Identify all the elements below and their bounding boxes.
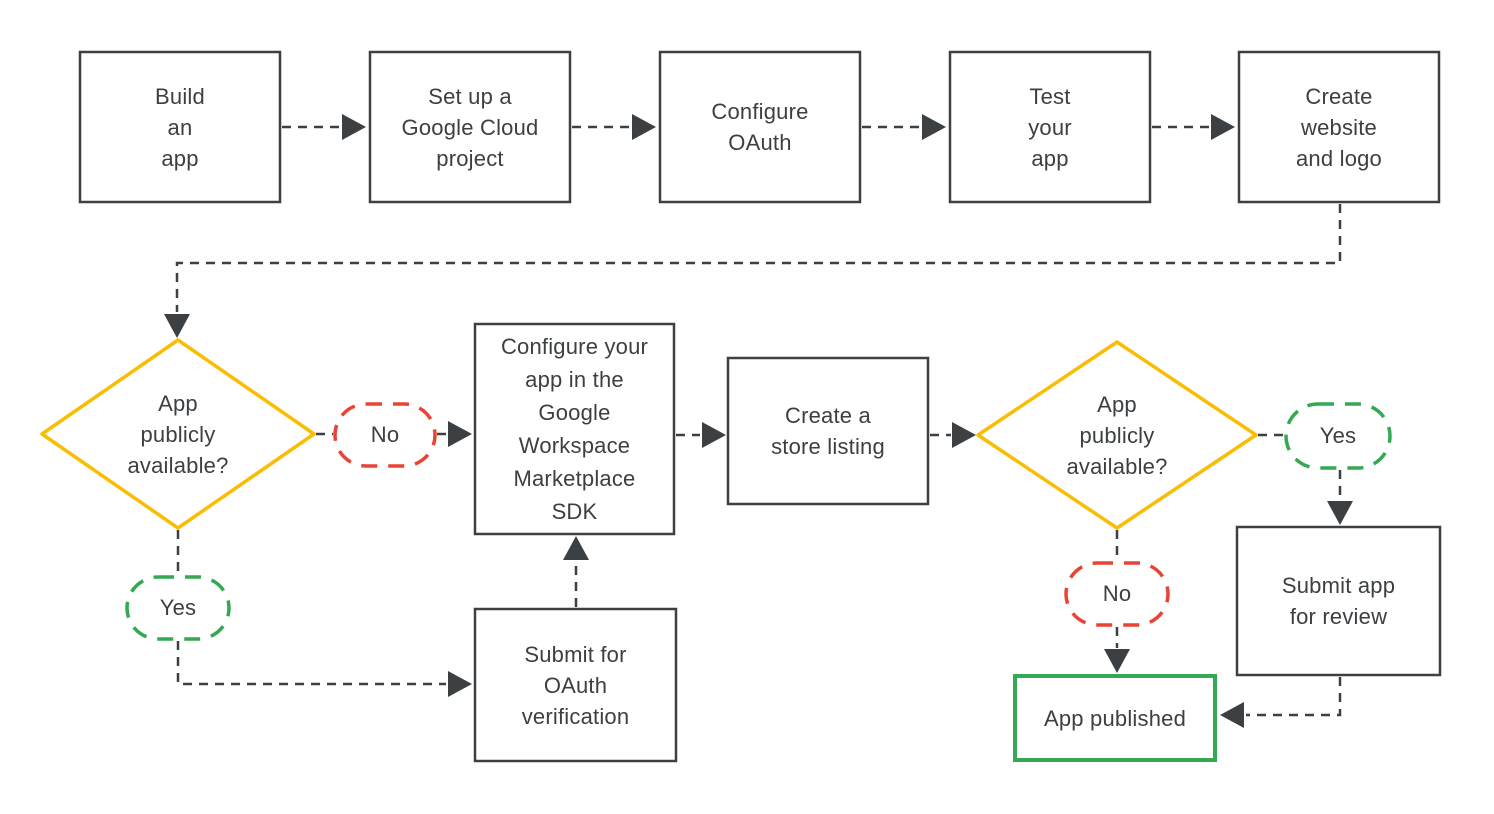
box-submit-review — [1235, 525, 1442, 677]
edge-test-to-website — [1152, 114, 1235, 140]
diamond-decision-right — [976, 340, 1258, 530]
edge-sdk-to-store — [676, 422, 726, 448]
box-build-app — [78, 50, 282, 204]
label-create-website: Create website and logo — [1295, 83, 1382, 171]
label-yes-right: Yes — [1319, 422, 1357, 448]
label-build-app: Build an app — [155, 83, 205, 171]
diamond-decision-left — [40, 338, 316, 530]
box-test-app — [948, 50, 1152, 204]
label-no-left: No — [370, 421, 400, 447]
edge-review-to-published — [1220, 677, 1342, 728]
arrowhead-icon — [448, 421, 472, 447]
label-setup-project: Set up a Google Cloud project — [401, 83, 539, 171]
arrowhead-icon — [1104, 649, 1130, 673]
edge-yes-to-review — [1327, 470, 1353, 525]
oval-no-right — [1064, 561, 1170, 627]
edge-line — [175, 204, 1342, 312]
arrowhead-icon — [164, 314, 190, 338]
edge-website-to-decision-left — [164, 204, 1342, 338]
label-configure-oauth: Configure OAuth — [711, 99, 809, 155]
oval-no-left — [333, 402, 437, 468]
box-app-published — [1013, 674, 1217, 762]
edge-no-to-sdk — [437, 421, 472, 447]
box-store-listing — [726, 356, 930, 506]
label-app-published: App published — [1043, 705, 1187, 731]
oval-yes-left — [125, 575, 231, 641]
label-submit-oauth: Submit for OAuth verification — [521, 641, 630, 729]
label-test-app: Test your app — [1028, 83, 1072, 171]
edge-setup-to-oauth — [572, 114, 656, 140]
edge-yes-to-submit-oauth — [176, 641, 472, 697]
label-decision-right: App publicly available? — [1066, 391, 1168, 479]
arrowhead-icon — [448, 671, 472, 697]
arrowhead-icon — [952, 422, 976, 448]
edge-oauth-to-test — [862, 114, 946, 140]
arrowhead-icon — [632, 114, 656, 140]
arrowhead-icon — [1327, 501, 1353, 525]
arrowhead-icon — [342, 114, 366, 140]
arrowhead-icon — [922, 114, 946, 140]
label-decision-left: App publicly available? — [127, 390, 229, 478]
arrowhead-icon — [1211, 114, 1235, 140]
label-yes-left: Yes — [159, 594, 197, 620]
box-configure-oauth — [658, 50, 862, 204]
label-submit-review: Submit app for review — [1281, 573, 1396, 629]
label-configure-sdk: Configure your app in the Google Workspa… — [500, 334, 649, 524]
arrowhead-icon — [563, 536, 589, 560]
edge-no-to-published — [1104, 627, 1130, 673]
box-submit-oauth — [473, 607, 678, 763]
edge-line — [176, 641, 446, 686]
oval-yes-right — [1284, 402, 1392, 470]
edge-line — [1246, 677, 1342, 717]
edge-build-to-setup — [282, 114, 366, 140]
label-no-right: No — [1102, 580, 1132, 606]
box-configure-sdk — [473, 322, 676, 536]
label-store-listing: Create a store listing — [771, 403, 885, 459]
edge-submit-oauth-to-sdk — [563, 536, 589, 607]
box-create-website — [1237, 50, 1441, 204]
edge-store-to-decision-right — [930, 422, 976, 448]
arrowhead-icon — [702, 422, 726, 448]
arrowhead-icon — [1220, 702, 1244, 728]
box-setup-project — [368, 50, 572, 204]
